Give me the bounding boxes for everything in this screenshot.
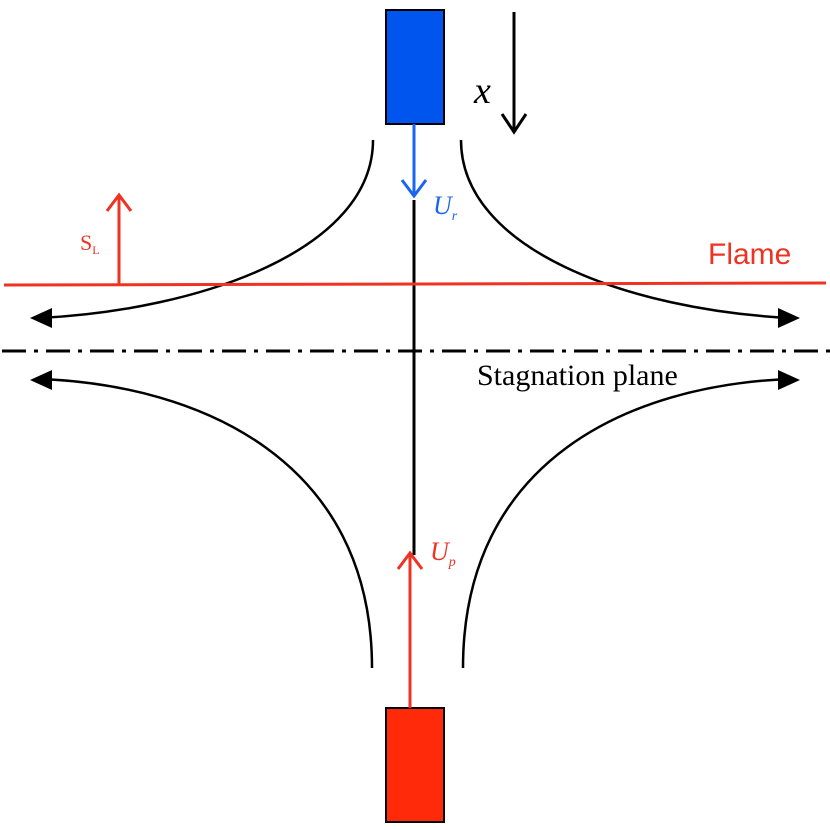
reactant-nozzle [385,9,445,125]
arrow-up-icon [396,550,424,570]
arrow-down-icon [400,179,428,199]
streamline-bottom-right [461,377,791,669]
axis-arrow [500,12,528,135]
flame-speed-arrow [105,192,133,285]
arrow-left-icon [30,370,52,390]
reactant-velocity-arrow [400,124,428,199]
axis-label: x [473,70,491,112]
arrow-down-icon [500,113,528,135]
arrow-right-icon [778,308,800,328]
product-velocity-label: Up [430,537,456,570]
streamlines [39,139,791,669]
flame-label: Flame [708,238,791,271]
product-velocity-arrow [396,550,424,708]
reactant-velocity-label: Ur [433,191,458,224]
arrow-right-icon [778,370,800,390]
flame-speed-label: SL [80,230,100,257]
streamline-top-right [459,139,791,320]
streamline-bottom-left [39,377,374,669]
stagnation-plane-label: Stagnation plane [477,359,678,392]
arrow-left-icon [30,308,52,328]
streamline-top-left [39,139,375,320]
flame-line [3,281,827,287]
arrow-up-icon [105,192,133,212]
product-nozzle [385,707,445,823]
